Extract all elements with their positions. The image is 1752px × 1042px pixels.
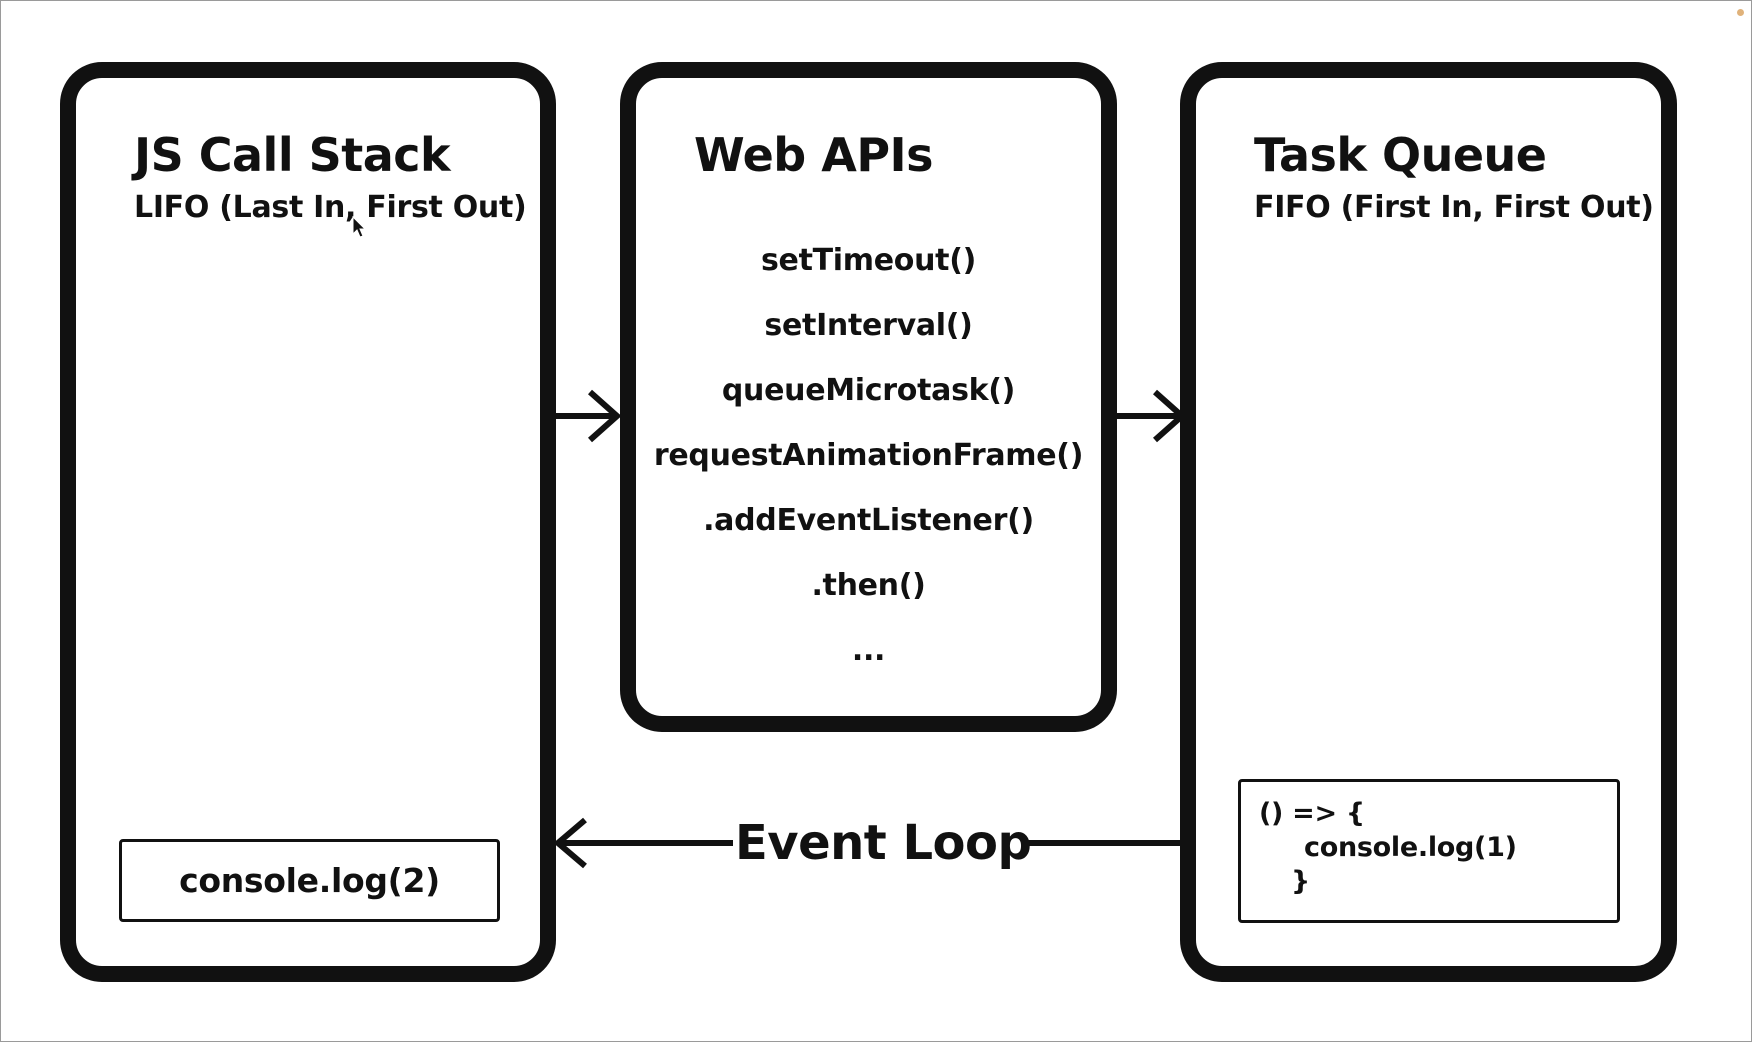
web-api-item: setTimeout() (760, 243, 977, 278)
callback-code-line: } (1291, 866, 1310, 897)
callback-code-line: console.log(1) (1304, 832, 1517, 863)
call-stack-frame: console.log(2) (119, 839, 500, 922)
event-loop-label: Event Loop (735, 815, 1032, 871)
mouse-cursor-icon (352, 216, 367, 238)
web-api-item: .addEventListener() (703, 503, 1034, 538)
corner-indicator-dot (1737, 9, 1744, 16)
task-queue-title: Task Queue (1254, 128, 1547, 182)
web-api-item: .then() (811, 568, 926, 603)
web-apis-list: setTimeout() setInterval() queueMicrotas… (636, 228, 1101, 683)
call-stack-panel: JS Call Stack LIFO (Last In, First Out) (60, 62, 556, 982)
web-apis-title: Web APIs (694, 128, 934, 182)
web-api-item: requestAnimationFrame() (653, 438, 1084, 473)
web-api-item: queueMicrotask() (721, 373, 1016, 408)
web-api-item-ellipsis: ... (851, 633, 886, 668)
task-queue-subtitle: FIFO (First In, First Out) (1254, 190, 1654, 225)
queued-callback: () => { console.log(1) } (1238, 779, 1620, 923)
callback-code-line: () => { (1259, 798, 1365, 829)
web-apis-panel: Web APIs setTimeout() setInterval() queu… (620, 62, 1117, 732)
call-stack-subtitle: LIFO (Last In, First Out) (134, 190, 527, 225)
call-stack-title: JS Call Stack (134, 128, 451, 182)
web-api-item: setInterval() (764, 308, 973, 343)
